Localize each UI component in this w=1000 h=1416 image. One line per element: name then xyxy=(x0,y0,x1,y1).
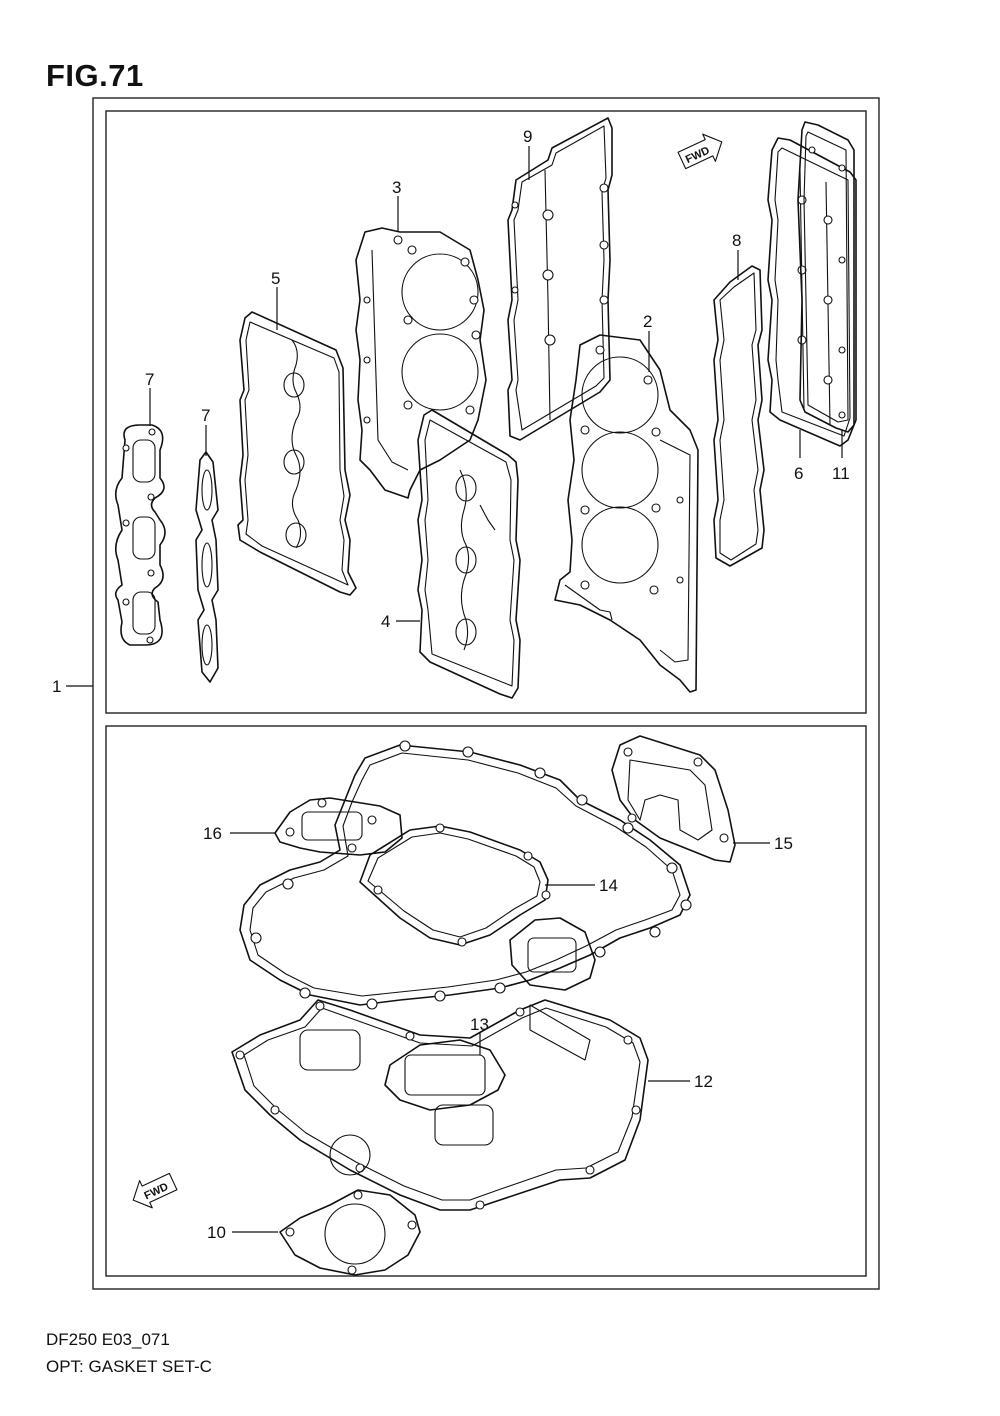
callout-8: 8 xyxy=(732,231,741,250)
part-2-head-gasket-right xyxy=(554,334,699,693)
part-7-exhaust-gasket-a xyxy=(114,424,166,646)
callout-7b: 7 xyxy=(201,406,210,425)
callout-2: 2 xyxy=(643,312,652,331)
figure-title: FIG.71 xyxy=(46,58,144,93)
part-8-gasket xyxy=(713,265,765,567)
callout-15: 15 xyxy=(774,834,793,853)
part-10-gasket xyxy=(279,1189,421,1276)
part-5-head-cover-gasket xyxy=(237,311,357,596)
part-15-gasket xyxy=(611,735,736,863)
callout-14: 14 xyxy=(599,876,618,895)
fwd-arrow-upper: FWD xyxy=(677,133,723,170)
part-7-exhaust-gasket-b xyxy=(195,451,219,683)
callout-4: 4 xyxy=(381,612,390,631)
part-16-gasket xyxy=(274,797,403,856)
part-14-gasket xyxy=(359,823,551,947)
callout-11: 11 xyxy=(832,464,850,483)
fwd-arrow-lower: FWD xyxy=(132,1172,178,1209)
part-6-gasket xyxy=(767,137,857,447)
callout-9: 9 xyxy=(523,127,532,146)
callout-16: 16 xyxy=(203,824,222,843)
callout-7a: 7 xyxy=(145,370,154,389)
upper-panel xyxy=(105,110,867,714)
callout-5: 5 xyxy=(271,269,280,288)
callout-10: 10 xyxy=(207,1223,226,1242)
callout-12: 12 xyxy=(694,1072,713,1091)
part-12-gasket xyxy=(231,999,649,1211)
part-3-head-gasket-left xyxy=(355,227,487,499)
part-13-gasket xyxy=(384,1039,506,1111)
part-cover-gasket xyxy=(509,917,596,991)
outer-frame xyxy=(92,97,880,1290)
part-11-gasket xyxy=(797,121,855,433)
part-9-manifold-gasket xyxy=(507,117,613,441)
callout-1: 1 xyxy=(52,677,61,696)
lower-panel xyxy=(105,725,867,1277)
description-caption: OPT: GASKET SET-C xyxy=(46,1357,212,1376)
part-4-head-cover-gasket xyxy=(417,409,521,699)
callout-13: 13 xyxy=(470,1015,489,1034)
callout-6: 6 xyxy=(794,464,803,483)
callout-3: 3 xyxy=(392,178,401,197)
model-code-caption: DF250 E03_071 xyxy=(46,1330,170,1349)
part-crankcase-gasket xyxy=(239,740,692,1010)
